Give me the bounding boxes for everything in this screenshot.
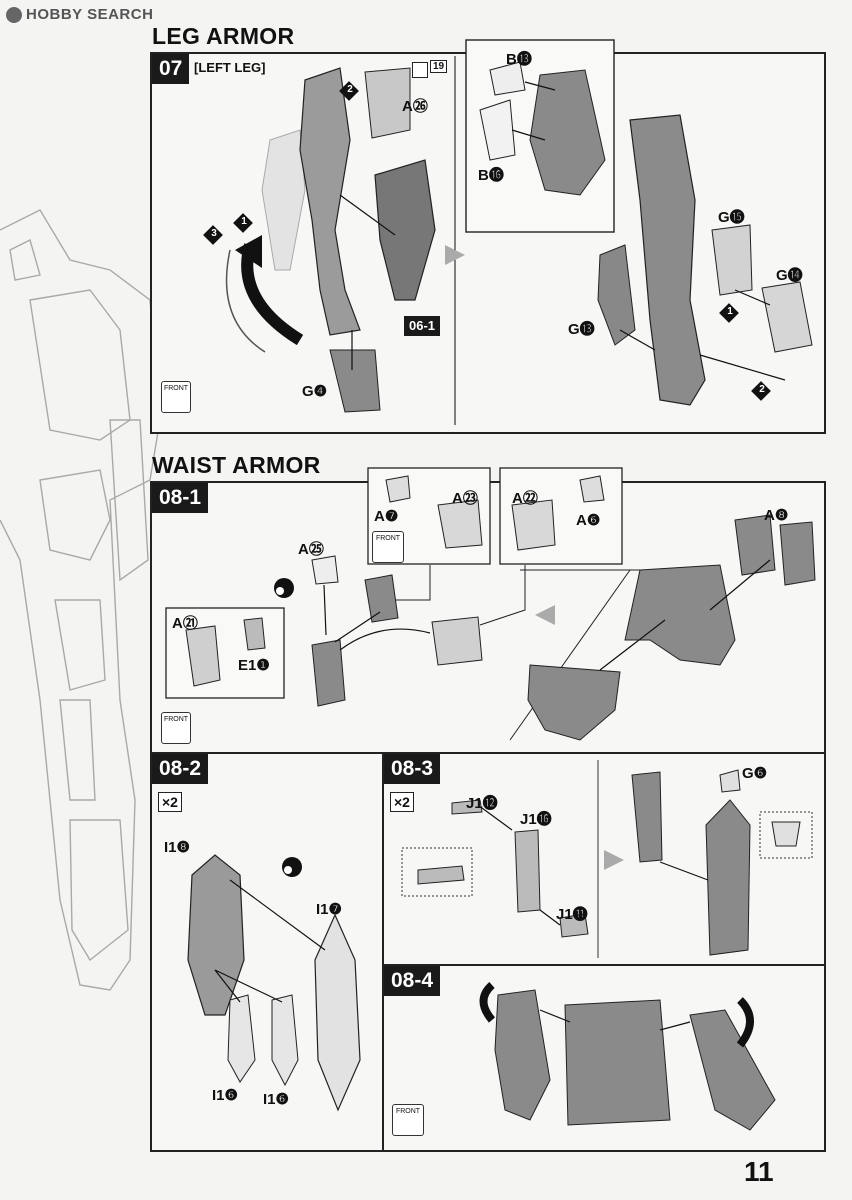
front-orientation-icon-3: FRONT [161,712,191,744]
callout-a25: A㉕ [298,541,324,558]
hobby-search-logo-icon [6,6,22,23]
left-leg-label: [LEFT LEG] [194,60,266,75]
quantity-badge-08-3: ×2 [390,792,414,812]
callout-a8: A❽ [764,507,789,524]
front-label-4: FRONT [395,1108,421,1115]
step-08-4-number: 08-4 [384,966,441,996]
callout-g14: G⓮ [776,267,803,284]
ref-step-06-1: 06-1 [404,316,441,336]
callout-g6: G❻ [742,765,768,782]
quantity-badge-08-2: ×2 [158,792,182,812]
callout-g4: G❹ [302,383,328,400]
callout-a7: A❼ [374,508,399,525]
step-08-1-number: 08-1 [152,483,209,513]
step-08-2-number: 08-2 [152,754,209,784]
leg-armor-title: LEG ARMOR [152,23,295,49]
callout-e11: E1❶ [238,657,270,674]
front-orientation-icon-2: FRONT [372,531,404,563]
front-label-2: FRONT [375,535,401,542]
front-label: FRONT [163,385,189,392]
marker-1-label: 1 [241,216,247,227]
marker-3-label: 3 [211,228,217,239]
marker-2-label: 2 [347,84,353,95]
waist-armor-title: WAIST ARMOR [152,452,321,478]
sticker-icon [412,62,428,78]
watermark-text: HOBBY SEARCH [26,6,154,23]
page-number: 11 [744,1156,774,1187]
marker-2b-label: 2 [759,384,765,395]
callout-b13: B⓭ [506,51,532,68]
sticker-number: 19 [430,60,448,73]
callout-j16: J1⓰ [520,811,552,828]
callout-i16-b: I1❻ [263,1091,289,1108]
callout-j11: J1⓫ [556,906,588,923]
callout-i16-a: I1❻ [212,1087,238,1104]
callout-a26: A㉖ [402,98,428,115]
step-07-number: 07 [152,54,190,84]
callout-a23: A㉓ [452,490,478,507]
callout-a22: A㉒ [512,490,538,507]
callout-j12: J1⓬ [466,795,498,812]
callout-g13: G⓭ [568,321,595,338]
marker-1b-label: 1 [727,306,733,317]
callout-g15: G⓯ [718,209,745,226]
callout-a6: A❻ [576,512,601,529]
callout-a21: A㉑ [172,615,198,632]
callout-b16: B⓰ [478,167,504,184]
step-08-3-number: 08-3 [384,754,441,784]
front-orientation-icon-4: FRONT [392,1104,424,1136]
callout-i17: I1❼ [316,901,342,918]
front-orientation-icon: FRONT [161,381,191,413]
front-label-3: FRONT [163,716,189,723]
callout-i18: I1❽ [164,839,190,856]
watermark: HOBBY SEARCH [6,6,153,23]
